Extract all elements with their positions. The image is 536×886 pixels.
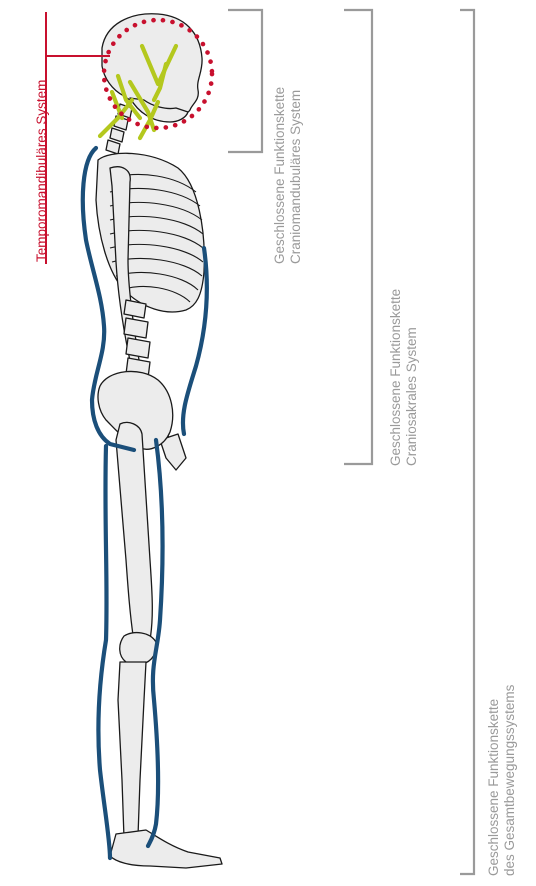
chain3-line2: des Gesamtbewegungssystems (502, 685, 518, 876)
chain2-line1: Geschlossene Funktionskette (388, 289, 404, 466)
tibia (118, 662, 146, 838)
chain1-line1: Geschlossene Funktionskette (272, 87, 288, 264)
skeleton (96, 14, 222, 868)
leg-back-contour (98, 446, 110, 858)
chain1-line2: Craniomandubuläres System (288, 87, 304, 264)
knee (120, 633, 157, 664)
bracket-craniomandibular (228, 10, 262, 152)
femur (116, 422, 152, 642)
chain1-label: Geschlossene Funktionskette Craniomandub… (272, 87, 304, 264)
bracket-craniosacral (344, 10, 372, 464)
chain3-label: Geschlossene Funktionskette des Gesamtbe… (486, 685, 518, 876)
temporomandibular-text: Temporomandibuläres System (34, 80, 50, 262)
foot (110, 830, 222, 868)
brackets (228, 10, 474, 874)
lumbar-spine (124, 300, 150, 378)
temporomandibular-label: Temporomandibuläres System (34, 80, 50, 262)
chain2-line2: Craniosakrales System (404, 289, 420, 466)
bracket-total (460, 10, 474, 874)
chain3-line1: Geschlossene Funktionskette (486, 685, 502, 876)
chain2-label: Geschlossene Funktionskette Craniosakral… (388, 289, 420, 466)
